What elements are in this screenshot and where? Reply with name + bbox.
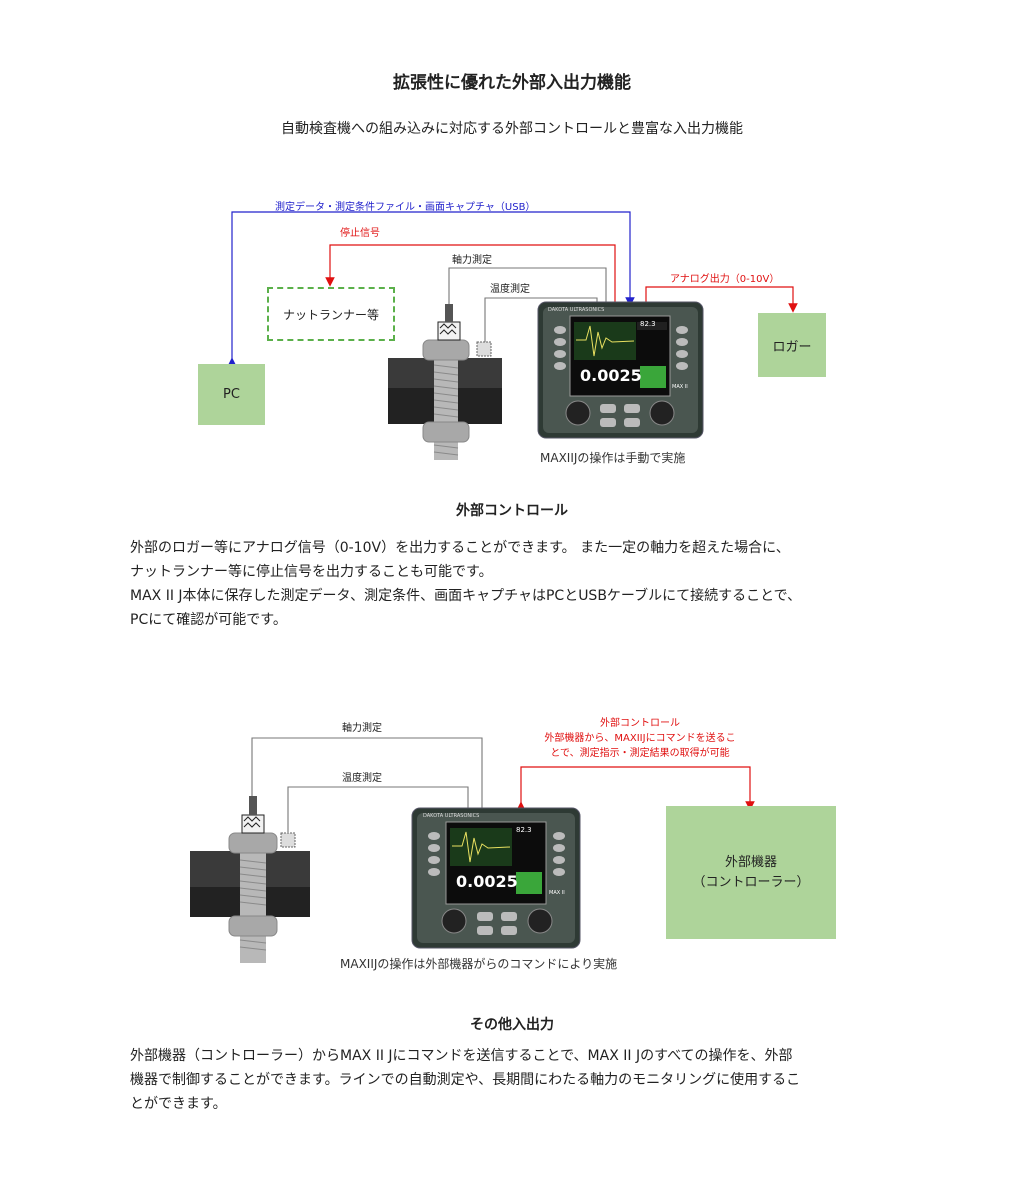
temp-sensor [476,341,492,357]
section1-line: MAX II J本体に保存した測定データ、測定条件、画面キャプチャはPCとUSB… [130,588,802,604]
max2-device-1 [537,301,704,439]
device2-brand: DAKOTA ULTRASONICS [423,813,480,819]
device2-reading: 0.0025 [456,872,518,891]
nutrunner-box: ナットランナー等 [267,287,395,341]
control-label-line: とで、測定指示・測定結果の取得が可能 [550,748,730,759]
temp-label-1: 温度測定 [490,284,530,295]
diagram-external-control: 測定データ・測定条件ファイル・画面キャプチャ（USB） 停止信号 軸力測定 温度… [0,0,1024,480]
nutrunner-label: ナットランナー等 [282,307,379,322]
axial-sensor-2 [241,796,265,834]
pc-label: PC [223,387,240,402]
logger-box: ロガー [758,313,826,377]
external-device-label: 外部機器 [724,854,777,870]
device1-model: MAX II [672,384,688,390]
stop-signal-connector [325,244,616,302]
analog-connector [645,286,798,313]
axial-cable-2 [251,737,483,816]
diagram-other-io: 軸力測定 温度測定 外部コントロール 外部機器から、MAXIIJにコマンドを送る… [190,716,836,971]
pc-box: PC [198,364,265,425]
temp-cable [484,297,598,342]
section2-line: とができます。 [130,1096,227,1112]
control-connector [516,766,755,811]
temp-cable-2 [287,786,469,832]
section1-heading: 外部コントロール [456,503,568,519]
axial-label-2: 軸力測定 [342,723,382,734]
logger-label: ロガー [772,339,812,355]
section1-line: ナットランナー等に停止信号を出力することも可能です。 [130,564,493,580]
control-label-line: 外部コントロール [600,718,680,729]
max2-device-2 [411,807,581,949]
device1-brand: DAKOTA ULTRASONICS [548,307,605,313]
section2-line: 外部機器（コントローラー）からMAX II Jにコマンドを送信することで、MAX… [130,1048,793,1064]
section1-body: 外部のロガー等にアナログ信号（0-10V）を出力することができます。 また一定の… [130,536,910,632]
control-label: 外部コントロール 外部機器から、MAXIIJにコマンドを送るこ とで、測定指示・… [510,716,770,761]
section2-line: 機器で制御することができます。ラインでの自動測定や、長期間にわたる軸力のモニタリ… [130,1072,801,1088]
control-label-line: 外部機器から、MAXIIJにコマンドを送るこ [544,733,736,744]
axial-sensor [437,304,461,341]
axial-cable [448,267,607,318]
page-title: 拡張性に優れた外部入出力機能 [393,73,631,93]
section2-body: 外部機器（コントローラー）からMAX II Jにコマンドを送信することで、MAX… [130,1044,910,1116]
caption-2: MAXIIJの操作は外部機器がらのコマンドにより実施 [340,957,618,971]
section1-line: PCにて確認が可能です。 [130,612,287,628]
diagram2-connectors [190,737,755,963]
section2-heading: その他入出力 [470,1017,554,1033]
caption-1: MAXIIJの操作は手動で実施 [540,451,686,465]
page-subtitle: 自動検査機への組み込みに対応する外部コントロールと豊富な入出力機能 [281,121,743,137]
stop-signal-label: 停止信号 [340,228,380,239]
temp-label-2: 温度測定 [342,773,382,784]
bolt-illustration [422,339,470,460]
external-device-box: 外部機器 （コントローラー） [666,806,836,939]
diagram1-connectors [227,211,798,460]
external-device-sublabel: （コントローラー） [692,874,810,890]
device2-model: MAX II [549,890,565,896]
section1-line: 外部のロガー等にアナログ信号（0-10V）を出力することができます。 また一定の… [130,540,790,556]
device1-reading: 0.0025 [580,366,642,385]
axial-label-1: 軸力測定 [452,255,492,266]
temp-sensor-2 [280,832,296,848]
usb-label: 測定データ・測定条件ファイル・画面キャプチャ（USB） [275,202,536,213]
device1-top-value: 82.3 [640,320,656,328]
device2-top-value: 82.3 [516,826,532,834]
analog-label: アナログ出力（0-10V） [670,274,780,285]
usb-connector [227,211,635,367]
